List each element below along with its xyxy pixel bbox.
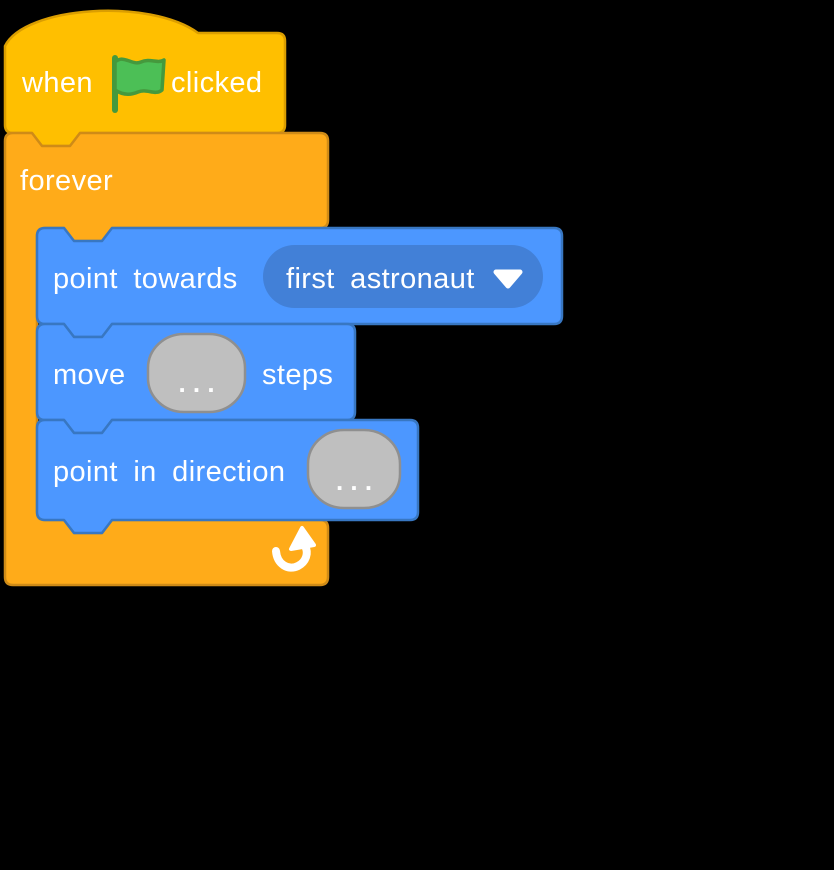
move-steps-input-value[interactable]: . . . xyxy=(178,368,215,398)
towards-dropdown-value[interactable]: first astronaut xyxy=(286,263,475,295)
when-label: when xyxy=(22,67,93,99)
move-label: move xyxy=(53,359,126,391)
towards-dropdown[interactable] xyxy=(263,245,543,308)
direction-input[interactable] xyxy=(306,428,402,510)
clicked-label: clicked xyxy=(171,67,263,99)
forever-label: forever xyxy=(20,165,114,197)
direction-input-value[interactable]: . . . xyxy=(335,466,373,496)
point-towards-label: point towards xyxy=(53,263,238,295)
move-steps-input[interactable] xyxy=(146,332,247,414)
loop-arrow-icon xyxy=(272,526,316,572)
steps-label: steps xyxy=(262,359,334,391)
point-in-direction-label: point in direction xyxy=(53,456,286,488)
dropdown-caret-icon[interactable] xyxy=(493,269,523,289)
green-flag-icon xyxy=(112,55,166,113)
